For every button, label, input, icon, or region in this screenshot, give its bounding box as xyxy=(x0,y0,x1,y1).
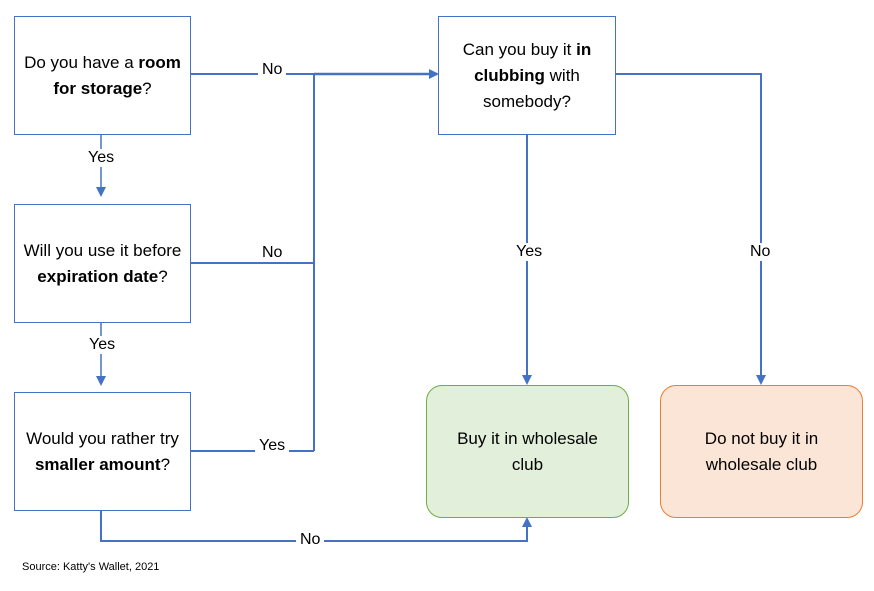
q3-text-pre: Would you rather try xyxy=(26,428,179,448)
edge-q1-yes-label: Yes xyxy=(84,149,119,167)
edge-q4-no-line xyxy=(616,73,766,385)
edge-q3-yes-label: Yes xyxy=(255,437,290,455)
edge-q4-no-label: No xyxy=(746,243,775,261)
edge-q1-no-label: No xyxy=(258,61,287,79)
edge-q2-no-label: No xyxy=(258,244,287,262)
question-use-before-expiration: Will you use it before expiration date? xyxy=(14,204,191,323)
result-buy-in-wholesale: Buy it in wholesale club xyxy=(426,385,629,518)
q4-text-post: with somebody? xyxy=(483,65,580,111)
q4-text-bold: in clubbing xyxy=(474,39,592,85)
result-buy-text: Buy it in wholesale club xyxy=(457,428,598,474)
q2-text-pre: Will you use it before xyxy=(23,240,182,260)
question-buy-in-clubbing: Can you buy it in clubbing with somebody… xyxy=(438,16,616,135)
question-smaller-amount: Would you rather try smaller amount? xyxy=(14,392,191,511)
q1-text-bold: room for storage xyxy=(53,52,181,98)
q2-text-bold: expiration date xyxy=(37,266,159,286)
q4-text-pre: Can you buy it xyxy=(462,39,577,59)
question-room-for-storage: Do you have a room for storage? xyxy=(14,16,191,135)
result-nobuy-text: Do not buy it in wholesale club xyxy=(704,428,819,474)
q3-text-post: ? xyxy=(160,454,171,474)
q3-text-bold: smaller amount xyxy=(34,454,161,474)
q2-text-post: ? xyxy=(158,266,168,286)
edge-q2-yes-label: Yes xyxy=(85,336,120,354)
edge-q3-no-label: No xyxy=(296,531,325,549)
q1-text-post: ? xyxy=(142,78,152,98)
source-caption: Source: Katty's Wallet, 2021 xyxy=(22,561,160,573)
edge-q4-yes-label: Yes xyxy=(512,243,547,261)
result-do-not-buy: Do not buy it in wholesale club xyxy=(660,385,863,518)
q1-text-pre: Do you have a xyxy=(24,52,139,72)
